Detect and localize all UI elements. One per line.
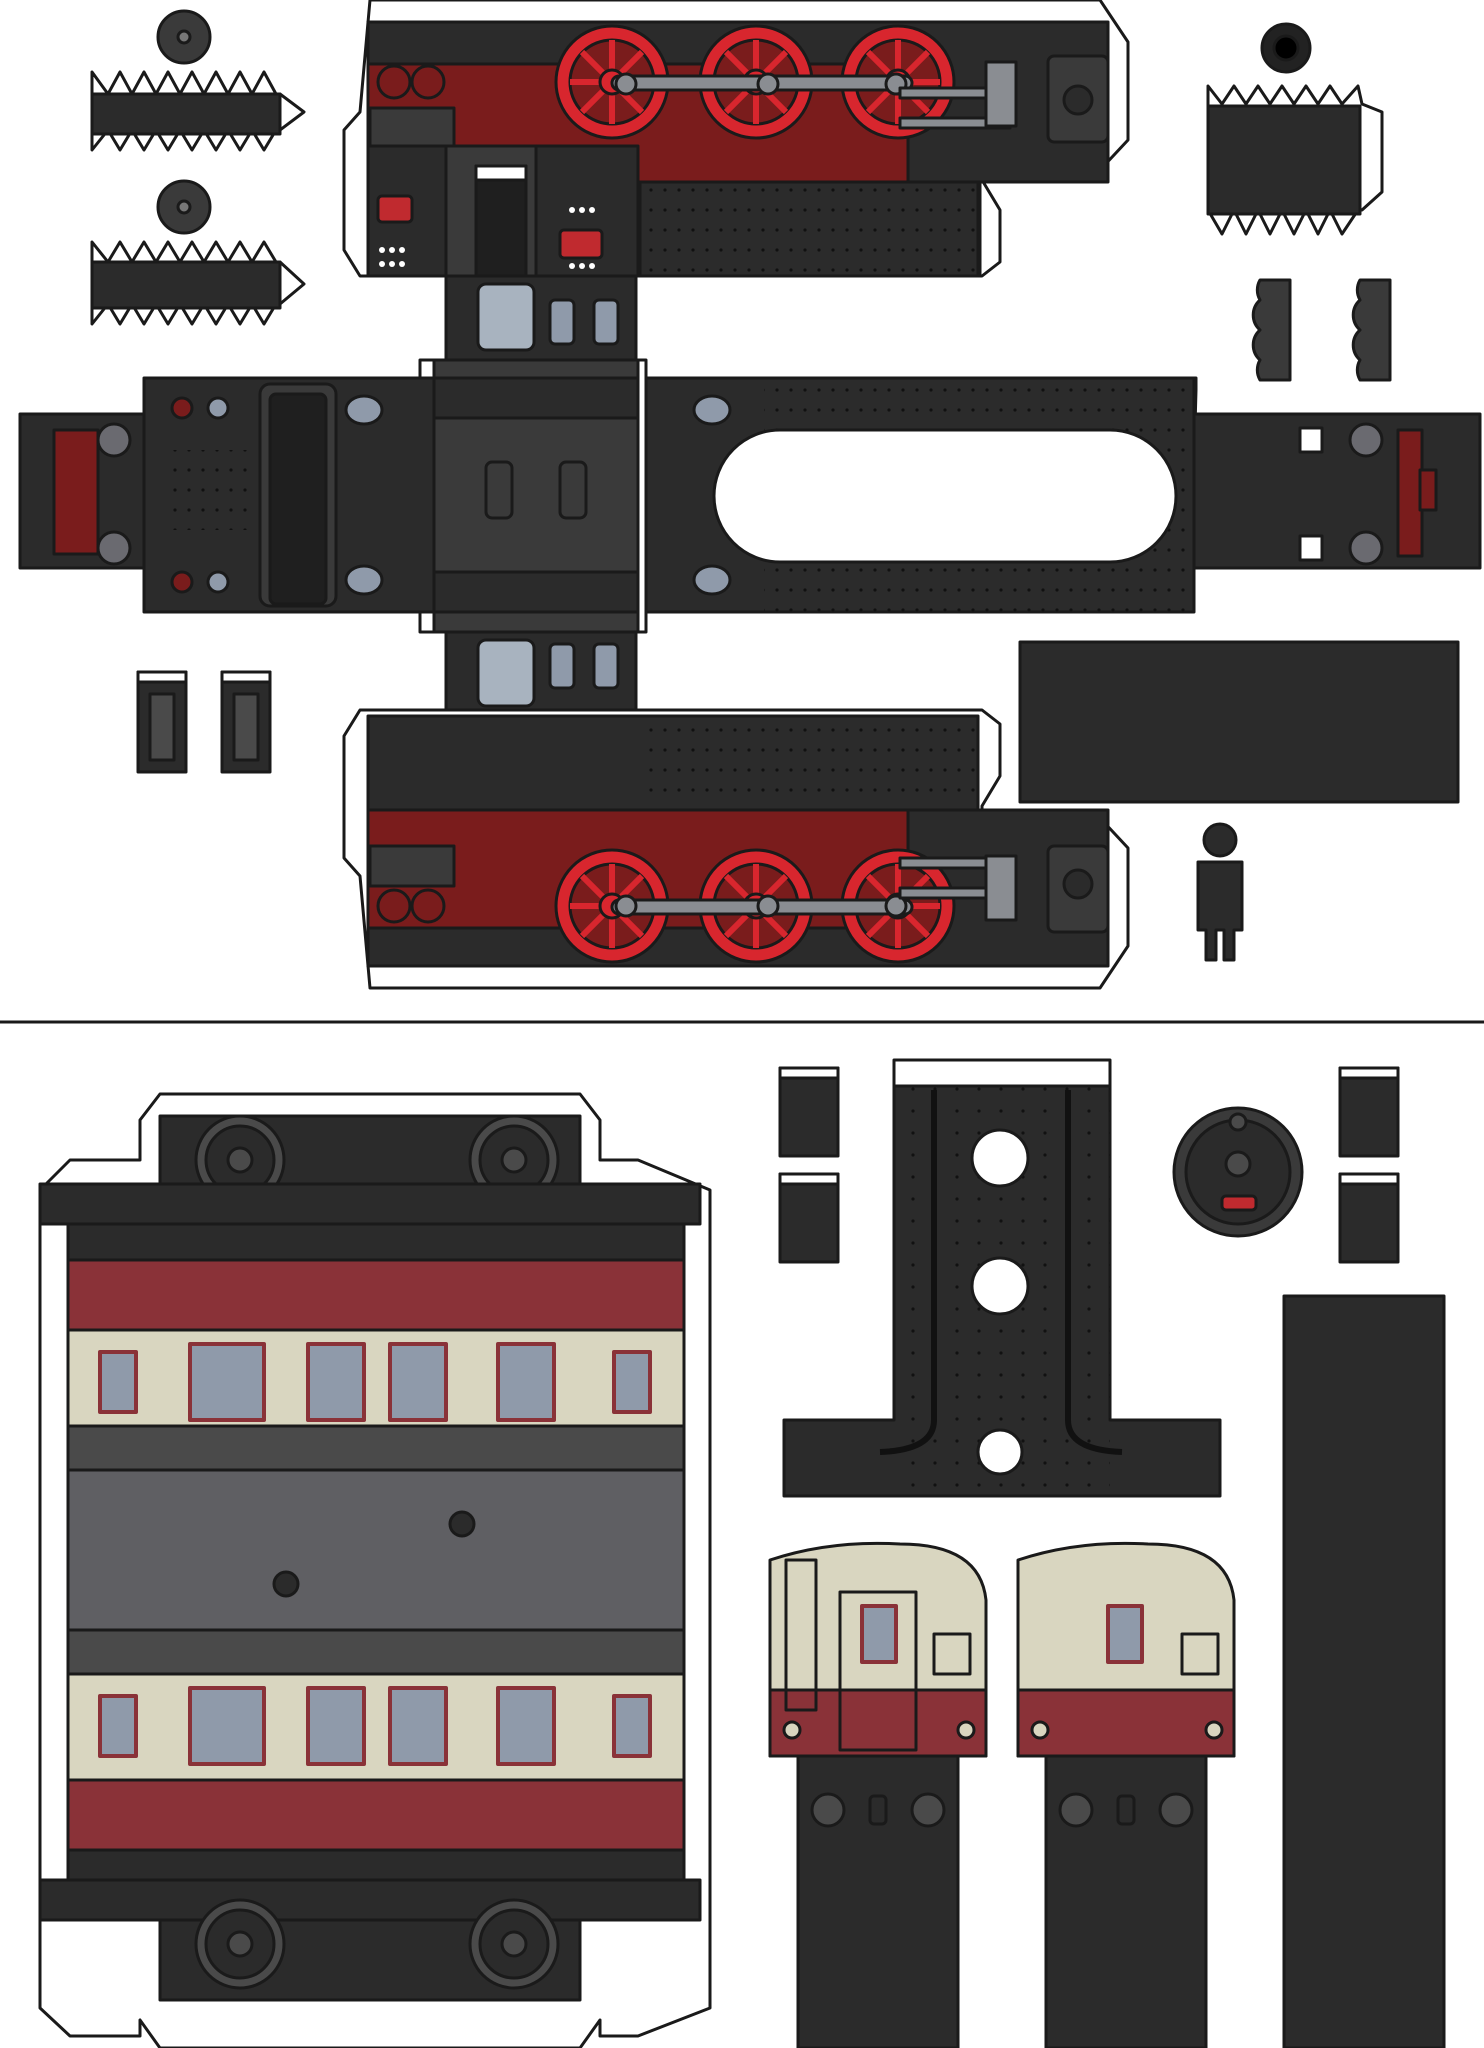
- loco-side-lower: [342, 708, 1130, 990]
- chimney-part-2: [90, 179, 306, 326]
- underframe-part: [782, 1058, 1222, 1498]
- bogie-icon: [38, 1114, 702, 1226]
- cab-upper: [366, 144, 640, 362]
- coach-windows-upper: [98, 1342, 652, 1422]
- coach-end-right: [1016, 1541, 1236, 2048]
- buffer-parts: [778, 1066, 1400, 1264]
- tender-plate: [1018, 640, 1460, 804]
- step-parts: [136, 670, 272, 774]
- passenger-car-section: [38, 1058, 1446, 2048]
- coach-end-left: [768, 1541, 988, 2048]
- dome-part: [1206, 22, 1384, 236]
- loco-body-center: [18, 358, 1482, 634]
- lamp-icon: [379, 207, 595, 269]
- smokebox-door-icon: [1172, 1106, 1304, 1238]
- bracket-parts: [1251, 278, 1392, 382]
- coach-windows-lower: [98, 1686, 652, 1766]
- chimney-part-1: [90, 9, 306, 152]
- long-strip-part: [1282, 1294, 1446, 2048]
- locomotive-section: [18, 0, 1482, 990]
- bogie-icon: [38, 1878, 702, 2002]
- figure-icon: [1196, 822, 1244, 962]
